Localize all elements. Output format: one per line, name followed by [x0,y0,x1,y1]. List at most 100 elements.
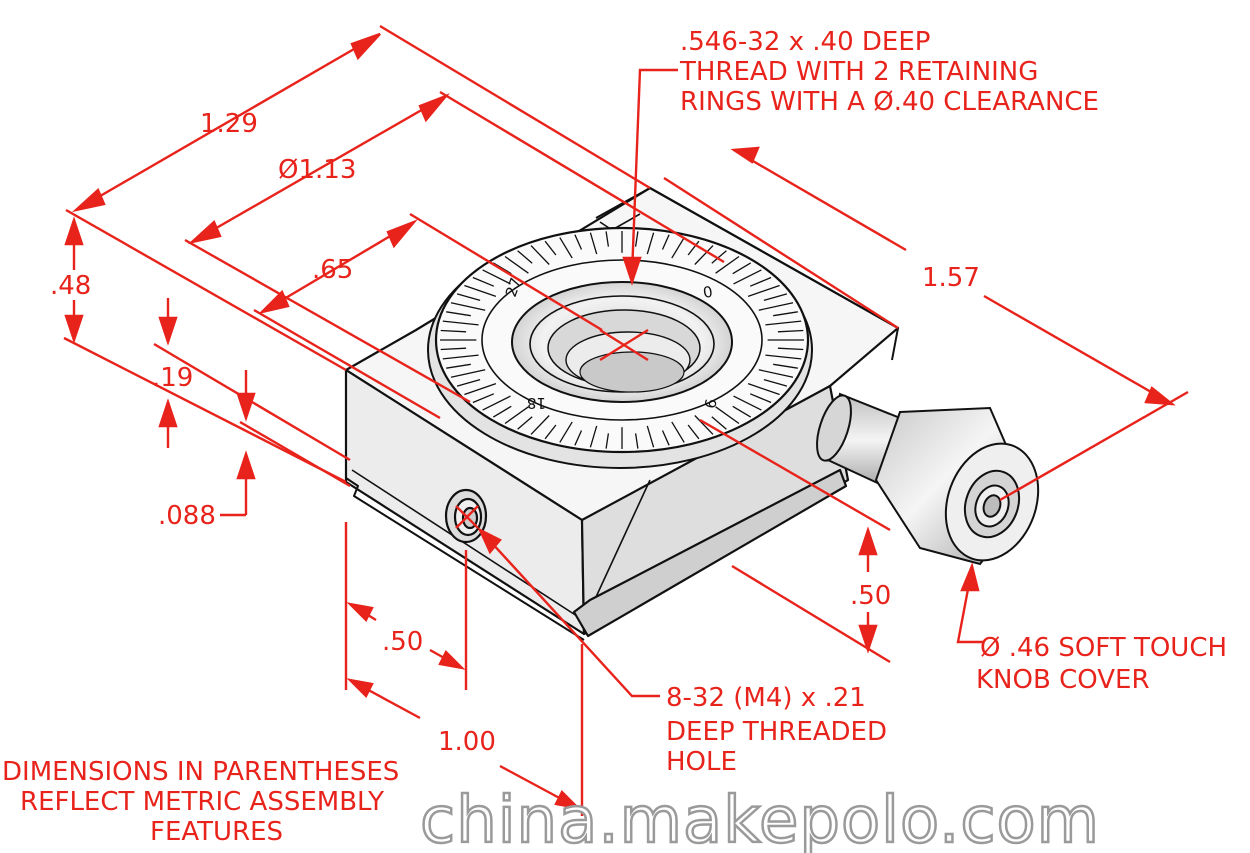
dial-tick [773,363,798,369]
dial-tick [482,269,511,285]
dial-tick [765,354,802,360]
dial-tick [472,276,495,287]
dial-tick [574,234,583,250]
dial-tick [517,416,533,430]
dial-tick [559,421,573,443]
dim-1-29: 1.29 [200,109,258,139]
dial-tick [711,250,727,264]
dial-tick [732,262,752,275]
dial-tick [492,262,512,275]
dial-tick [687,424,700,440]
dial-tick [482,395,511,411]
dial-tick [464,382,497,396]
dial-tick [450,369,486,378]
watermark: china.makepolo.com [420,784,1100,853]
dial-tick [671,421,685,443]
dial-tick [440,347,467,351]
svg-text:.546-32 x .40 DEEP: .546-32 x .40 DEEP [680,27,930,57]
dial-tick [749,276,772,287]
dial-number-9: 9 [700,397,719,410]
dial-tick [715,406,740,425]
rotary-dial: 0 9 18 27 [427,226,813,469]
dial-tick [464,284,497,298]
adjustment-knob [816,392,1040,566]
dial-tick [763,293,788,302]
dial-tick [749,393,772,404]
svg-text:HOLE: HOLE [666,747,737,777]
dial-tick [694,415,714,435]
svg-text:THREAD WITH 2 RETAINING: THREAD WITH 2 RETAINING [679,57,1038,87]
dial-tick [472,393,495,404]
dial-tick [442,354,479,360]
dial-tick [711,416,727,430]
svg-text:FEATURES: FEATURES [150,817,283,847]
dial-tick [605,433,610,449]
dial-tick [492,405,512,418]
dial-number-18: 18 [527,394,546,412]
dimension-lines [63,24,1189,816]
dial-tick [530,415,550,435]
dim-0-19: .19 [152,363,193,393]
svg-text:DEEP THREADED: DEEP THREADED [666,717,887,747]
dim-1-57: 1.57 [922,263,980,293]
dial-tick [777,329,804,333]
dial-tick [671,237,685,259]
dial-tick [661,234,670,250]
dial-tick [574,430,583,446]
dial-tick [694,245,714,265]
dim-0-65: .65 [312,255,353,285]
callout-top-thread: .546-32 x .40 DEEP THREAD WITH 2 RETAINI… [679,27,1099,117]
dial-tick [456,293,481,302]
dim-0-50-front: .50 [382,627,423,657]
dial-tick [589,232,598,255]
dial-tick [446,311,471,317]
svg-text:REFLECT METRIC ASSEMBLY: REFLECT METRIC ASSEMBLY [20,787,384,817]
dial-tick [504,406,529,425]
dial-tick [634,433,639,449]
dim-1-13: Ø1.13 [278,155,356,185]
dial-tick-marks [440,231,804,449]
dim-1-00: 1.00 [438,727,496,757]
dimension-labels: 1.29 Ø1.13 .65 .48 .19 .088 .50 1.00 1.5… [50,109,980,757]
dial-tick [634,231,639,247]
dial-tick [733,269,762,285]
svg-text:DIMENSIONS IN PARENTHESES: DIMENSIONS IN PARENTHESES [2,757,399,787]
dial-tick [442,320,479,326]
dial-tick [747,284,780,298]
callout-side-hole: 8-32 (M4) x .21 DEEP THREADED HOLE [666,683,887,777]
dim-0-48: .48 [50,271,91,301]
dial-tick [732,405,752,418]
dial-tick [544,240,557,256]
callout-knob: Ø .46 SOFT TOUCH KNOB COVER [976,633,1227,695]
dial-tick [446,363,471,369]
left-dovetail [345,477,585,641]
dial-tick [773,311,798,317]
dial-tick [758,302,794,311]
footnote: DIMENSIONS IN PARENTHESES REFLECT METRIC… [2,757,399,847]
dial-tick [765,320,802,326]
dial-tick [456,378,481,387]
dial-tick [715,255,740,274]
svg-text:KNOB COVER: KNOB COVER [976,665,1150,695]
dial-tick [517,250,533,264]
dial-tick [450,302,486,311]
dial-tick [763,378,788,387]
svg-text:8-32 (M4) x .21: 8-32 (M4) x .21 [666,683,866,713]
dial-tick [530,245,550,265]
dial-tick [747,382,780,396]
dial-number-0: 0 [702,283,715,302]
dim-0-50-right: .50 [850,581,891,611]
dial-tick [544,424,557,440]
dial-tick [605,231,610,247]
svg-text:RINGS WITH A Ø.40 CLEARANCE: RINGS WITH A Ø.40 CLEARANCE [680,87,1099,117]
dim-0-088: .088 [158,501,216,531]
right-dovetail [572,468,848,638]
dial-tick [758,369,794,378]
svg-text:Ø .46 SOFT TOUCH: Ø .46 SOFT TOUCH [980,633,1227,663]
dial-tick [646,232,655,255]
dial-tick [646,425,655,448]
dial-tick [589,425,598,448]
dial-tick [559,237,573,259]
dial-tick [687,240,700,256]
